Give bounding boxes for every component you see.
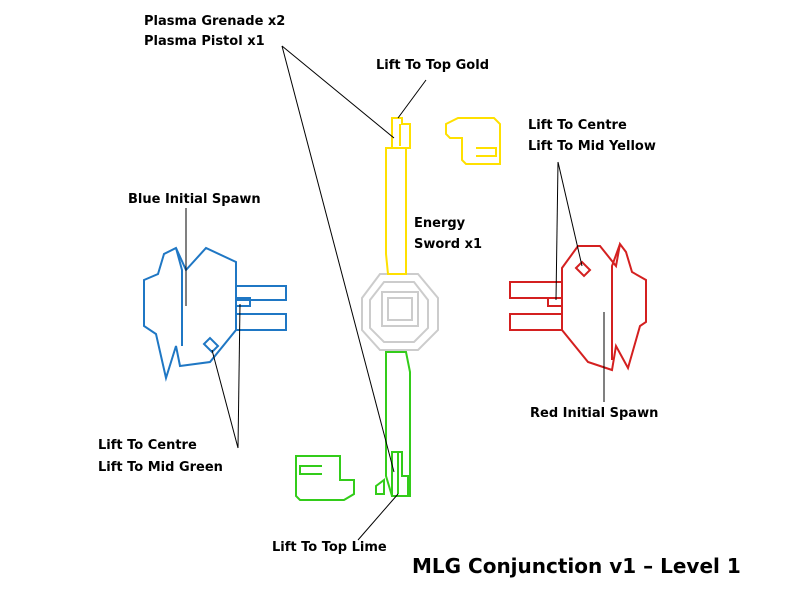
centre-octagon-outer — [361, 273, 439, 351]
green-lime-room — [295, 455, 355, 501]
red-lower-bridge — [509, 313, 563, 331]
energy-sword-pad-inner — [387, 297, 413, 321]
label-lift-to-top-gold: Lift To Top Gold — [376, 58, 490, 73]
label-blue-lift-to-centre: Lift To Centre — [98, 438, 197, 453]
leader-lines — [185, 45, 605, 541]
yellow-gold-room — [445, 117, 501, 165]
leader-blue-lift-centre — [237, 303, 241, 449]
blue-lower-bridge — [235, 313, 287, 331]
plasma-pistol-text: Plasma Pistol — [144, 34, 243, 49]
blue-structure — [143, 246, 287, 382]
green-corridor — [385, 351, 411, 497]
yellow-gold-room-detail — [476, 147, 497, 157]
label-blue-initial-spawn: Blue Initial Spawn — [128, 192, 261, 207]
leader-lift-top-gold — [397, 79, 427, 119]
green-lime-step — [375, 478, 385, 495]
blue-upper-bridge — [235, 285, 287, 301]
green-structure — [295, 351, 411, 501]
label-lift-to-top-lime: Lift To Top Lime — [272, 540, 387, 555]
centre-structure — [361, 273, 439, 351]
label-energy-sword-line1: Energy — [414, 216, 466, 231]
leader-plasma-to-gold-lift — [281, 45, 395, 139]
yellow-structure — [385, 117, 501, 275]
energy-sword-pad — [381, 291, 419, 327]
red-lift-to-centre — [547, 297, 563, 307]
leader-lift-top-lime — [357, 493, 399, 541]
red-spawn-building — [561, 241, 647, 372]
green-lime-room-detail — [299, 465, 322, 475]
plasma-pistol-qty: x1 — [247, 34, 265, 49]
plasma-grenade-text: Plasma Grenade — [144, 14, 264, 29]
red-structure — [509, 241, 647, 372]
red-upper-bridge — [509, 281, 563, 299]
yellow-corridor — [385, 147, 407, 275]
leader-red-lift-mid-yellow — [557, 161, 583, 267]
label-red-initial-spawn: Red Initial Spawn — [530, 406, 659, 421]
energy-sword-text: Sword — [414, 237, 461, 252]
leader-red-lift-centre — [555, 161, 559, 301]
centre-octagon-inner — [369, 281, 429, 343]
plasma-grenade-qty: x2 — [267, 14, 286, 29]
label-energy-sword-line2: Sword x1 — [414, 237, 482, 253]
red-spawn-inner-wall — [611, 243, 621, 360]
blue-lift-to-mid-green — [202, 336, 220, 354]
green-lift-top-lime — [391, 451, 409, 497]
red-lift-to-mid-yellow — [574, 260, 592, 278]
label-plasma-grenade: Plasma Grenade x2 — [144, 14, 285, 30]
blue-spawn-building — [143, 246, 237, 382]
yellow-lift-top-gold — [391, 117, 411, 149]
energy-sword-qty: x1 — [464, 237, 482, 252]
blue-lift-to-centre — [235, 297, 251, 307]
blue-spawn-inner-wall — [175, 247, 183, 346]
label-lift-to-mid-green: Lift To Mid Green — [98, 460, 223, 475]
label-plasma-pistol: Plasma Pistol x1 — [144, 34, 265, 50]
leader-blue-lift-mid-green — [211, 349, 239, 449]
leader-plasma-to-lime-lift — [281, 45, 395, 473]
map-title: MLG Conjunction v1 – Level 1 — [412, 554, 741, 578]
label-lift-to-mid-yellow: Lift To Mid Yellow — [528, 139, 656, 154]
label-red-lift-to-centre: Lift To Centre — [528, 118, 627, 133]
